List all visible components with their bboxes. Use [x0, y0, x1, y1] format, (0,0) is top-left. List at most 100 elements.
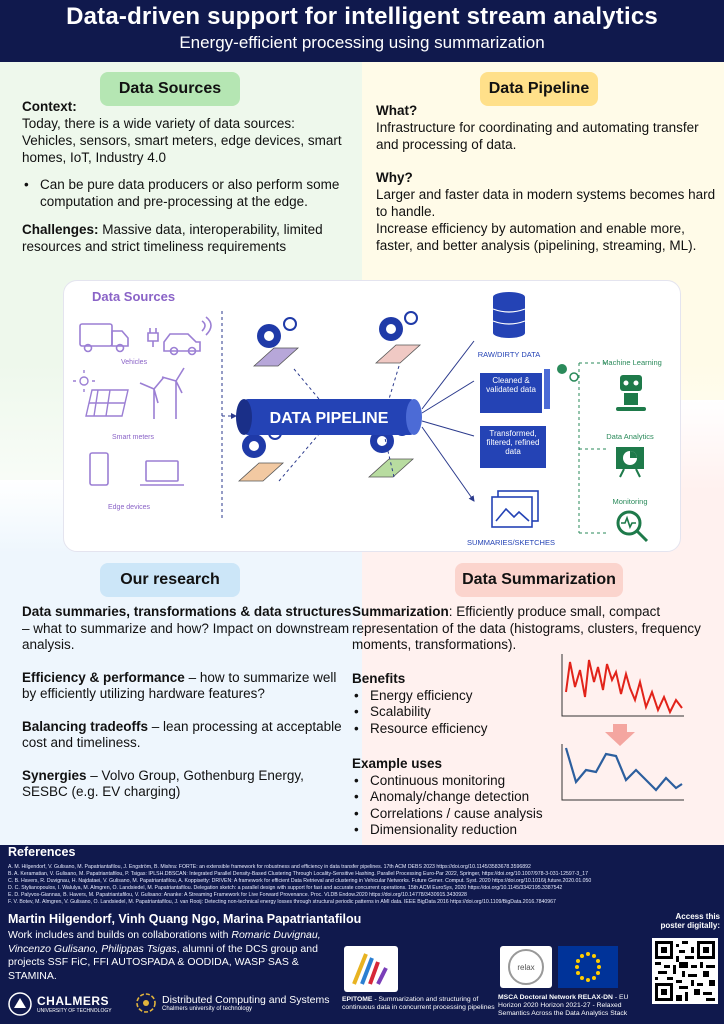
sources-pill: Data Sources — [100, 72, 240, 106]
what-label: What? — [376, 103, 418, 118]
ml-label: Machine Learning — [602, 358, 662, 367]
pipeline-pill: Data Pipeline — [480, 72, 598, 106]
robot-icon — [616, 375, 646, 411]
summarization-lead-bold: Summarization — [352, 604, 449, 619]
cleaned-label: Cleaned & validated data — [486, 376, 536, 394]
why-text-1: Larger and faster data in modern systems… — [376, 187, 716, 219]
research-p4-bold: Synergies — [22, 767, 87, 783]
work-collaborators: Romaric Duvignau, Vincenzo Gulisano, Phi… — [8, 929, 321, 955]
work-text-1: Work includes and builds on collaboratio… — [8, 929, 232, 941]
wind-turbine-icon — [139, 367, 185, 419]
collaboration-note: Work includes and builds on collaboratio… — [8, 929, 348, 983]
research-pill: Our research — [100, 563, 240, 597]
uses-block: Example uses Continuous monitoring Anoma… — [352, 756, 572, 839]
chalmers-emblem-icon — [8, 992, 32, 1016]
dcs-logo: Distributed Computing and Systems Chalme… — [135, 992, 330, 1014]
poster-subtitle: Energy-efficient processing using summar… — [179, 33, 545, 52]
summarization-lead: Summarization: Efficiently produce small… — [352, 604, 714, 654]
research-p4-text: – Volvo Group, Gothenburg Energy, SESBC … — [22, 767, 304, 800]
epitome-caption: EPITOME - Summarization and structuring … — [342, 996, 502, 1012]
car-icon — [163, 316, 212, 356]
database-icon — [492, 292, 526, 338]
diagram-svg: Data Sources Vehicles Smar — [73, 289, 662, 547]
authors: Martin Hilgendorf, Vinh Quang Ngo, Marin… — [8, 912, 362, 926]
research-p2-text: – how to summarize well by efficiently u… — [22, 669, 337, 702]
reference-line: E. D. Palyvos-Giannas, B. Havers, M. Pap… — [8, 892, 467, 898]
transformed-doc — [480, 426, 546, 468]
relax-bold: MSCA Doctoral Network RELAX-DN — [498, 994, 613, 1001]
solar-panel-icon — [73, 370, 129, 417]
cleaned-fo: Cleaned & validated data — [486, 376, 536, 394]
benefit-item: Scalability — [352, 704, 552, 721]
vehicles-label: Vehicles — [121, 359, 148, 366]
relax-text: - EU Horizon 2020 Horizon 2021-27 - Rela… — [498, 994, 629, 1017]
summarization-pill: Data Summarization — [455, 563, 623, 597]
research-p2-bold: Efficiency & performance — [22, 669, 185, 685]
plug-icon — [147, 328, 159, 347]
research-p2: Efficiency & performance – how to summar… — [22, 670, 352, 703]
raw-data-label: RAW/DIRTY DATA — [478, 350, 541, 359]
smart-meters-label: Smart meters — [112, 434, 155, 441]
transformed-fo: Transformed, filtered, refined data — [486, 429, 540, 456]
summaries-label: SUMMARIES/SKETCHES — [467, 538, 555, 547]
challenges-text: Massive data, interoperability, limited … — [22, 222, 323, 254]
work-text-2: , alumni of the DCS group and projects S… — [8, 942, 318, 982]
reference-line: D. C. Stylianopoulos, I. Walulya, M. Alm… — [8, 885, 563, 891]
use-item: Correlations / cause analysis — [352, 806, 572, 823]
cleaned-doc — [480, 373, 542, 413]
consumers-bracket — [578, 362, 609, 534]
phone-icon — [89, 452, 109, 486]
summarization-lead-text: : Efficiently produce small, compact rep… — [352, 604, 701, 652]
image-stack-icon — [491, 490, 539, 528]
research-p1: Data summaries, transformations & data s… — [22, 604, 352, 654]
reference-line: B. A. Keramatian, V. Gulisano, M. Papatr… — [8, 871, 588, 877]
chalmers-text: CHALMERS UNIVERSITY OF TECHNOLOGY — [37, 994, 112, 1014]
epitome-logo — [344, 946, 398, 992]
use-item: Continuous monitoring — [352, 773, 572, 790]
truck-icon — [79, 323, 129, 353]
cleaned-doc-stack — [544, 369, 550, 409]
presentation-chart-icon — [616, 447, 644, 478]
pipeline-diagram: Data Sources Vehicles Smar — [63, 280, 681, 552]
qr-caption: Access this poster digitally: — [660, 912, 720, 930]
challenges: Challenges: Massive data, interoperabili… — [22, 221, 352, 255]
research-text: Data summaries, transformations & data s… — [22, 604, 352, 801]
reference-line: F. V. Botev, M. Almgren, V. Gulisano, O.… — [8, 899, 556, 905]
what-text: Infrastructure for coordinating and auto… — [376, 120, 699, 152]
why-text-2: Increase efficiency by automation and en… — [376, 221, 697, 253]
epitome-bold: EPITOME — [342, 996, 373, 1003]
dcs-text: Distributed Computing and Systems Chalme… — [162, 994, 330, 1012]
analytics-label: Data Analytics — [606, 432, 654, 441]
benefit-item: Energy efficiency — [352, 688, 552, 705]
red-series-line — [565, 659, 683, 715]
output-arrows — [421, 340, 474, 501]
summary-illustration — [561, 654, 684, 801]
sources-text: Context: Today, there is a wide variety … — [22, 98, 352, 255]
monitoring-label: Monitoring — [612, 497, 647, 506]
dcs-name: Distributed Computing and Systems — [162, 994, 330, 1006]
diagram-sources-title: Data Sources — [92, 289, 175, 304]
challenges-label: Challenges: — [22, 222, 99, 237]
dcs-network-icon — [136, 993, 156, 1013]
gear-icon — [374, 311, 422, 364]
research-p1-bold: Data summaries, transformations & data s… — [22, 604, 352, 619]
uses-label: Example uses — [352, 756, 443, 771]
edge-devices-label: Edge devices — [108, 504, 151, 511]
research-p3-text: – lean processing at acceptable cost and… — [22, 718, 342, 751]
gear-icon — [557, 364, 579, 382]
benefits-label: Benefits — [352, 671, 406, 686]
use-item: Dimensionality reduction — [352, 822, 572, 839]
blue-series-line — [564, 747, 683, 792]
context-text: Today, there is a wide variety of data s… — [22, 116, 342, 165]
context-label: Context: — [22, 99, 77, 114]
sources-bullet: Can be pure data producers or also perfo… — [22, 176, 352, 210]
pipeline-connectors — [278, 365, 400, 482]
references-title: References — [8, 845, 76, 859]
qr-code[interactable] — [652, 938, 718, 1004]
gear-icon — [252, 317, 300, 367]
pipeline-cylinder — [236, 399, 422, 435]
eu-flag — [558, 946, 618, 988]
transformed-label: Transformed, filtered, refined data — [486, 429, 540, 456]
poster-title: Data-driven support for intelligent stre… — [66, 3, 658, 30]
chalmers-sub: UNIVERSITY OF TECHNOLOGY — [37, 1008, 112, 1014]
